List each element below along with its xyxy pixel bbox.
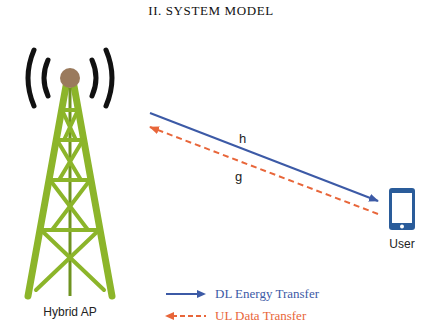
edge-label: g	[234, 170, 243, 184]
legend-text: DL Energy Transfer	[215, 286, 319, 302]
node-label: User	[389, 237, 414, 251]
data-link	[150, 127, 378, 214]
phone-icon	[389, 188, 415, 230]
tower-node: Hybrid AP	[10, 28, 150, 328]
legend-text: UL Data Transfer	[215, 308, 306, 324]
diagram-title: II. SYSTEM MODEL	[0, 3, 422, 19]
user-node: User	[380, 186, 420, 256]
tower-icon	[28, 50, 112, 296]
node-label: Hybrid AP	[43, 305, 96, 319]
legend-samples	[165, 290, 206, 320]
energy-link	[150, 113, 378, 201]
edge-label: h	[238, 132, 247, 146]
